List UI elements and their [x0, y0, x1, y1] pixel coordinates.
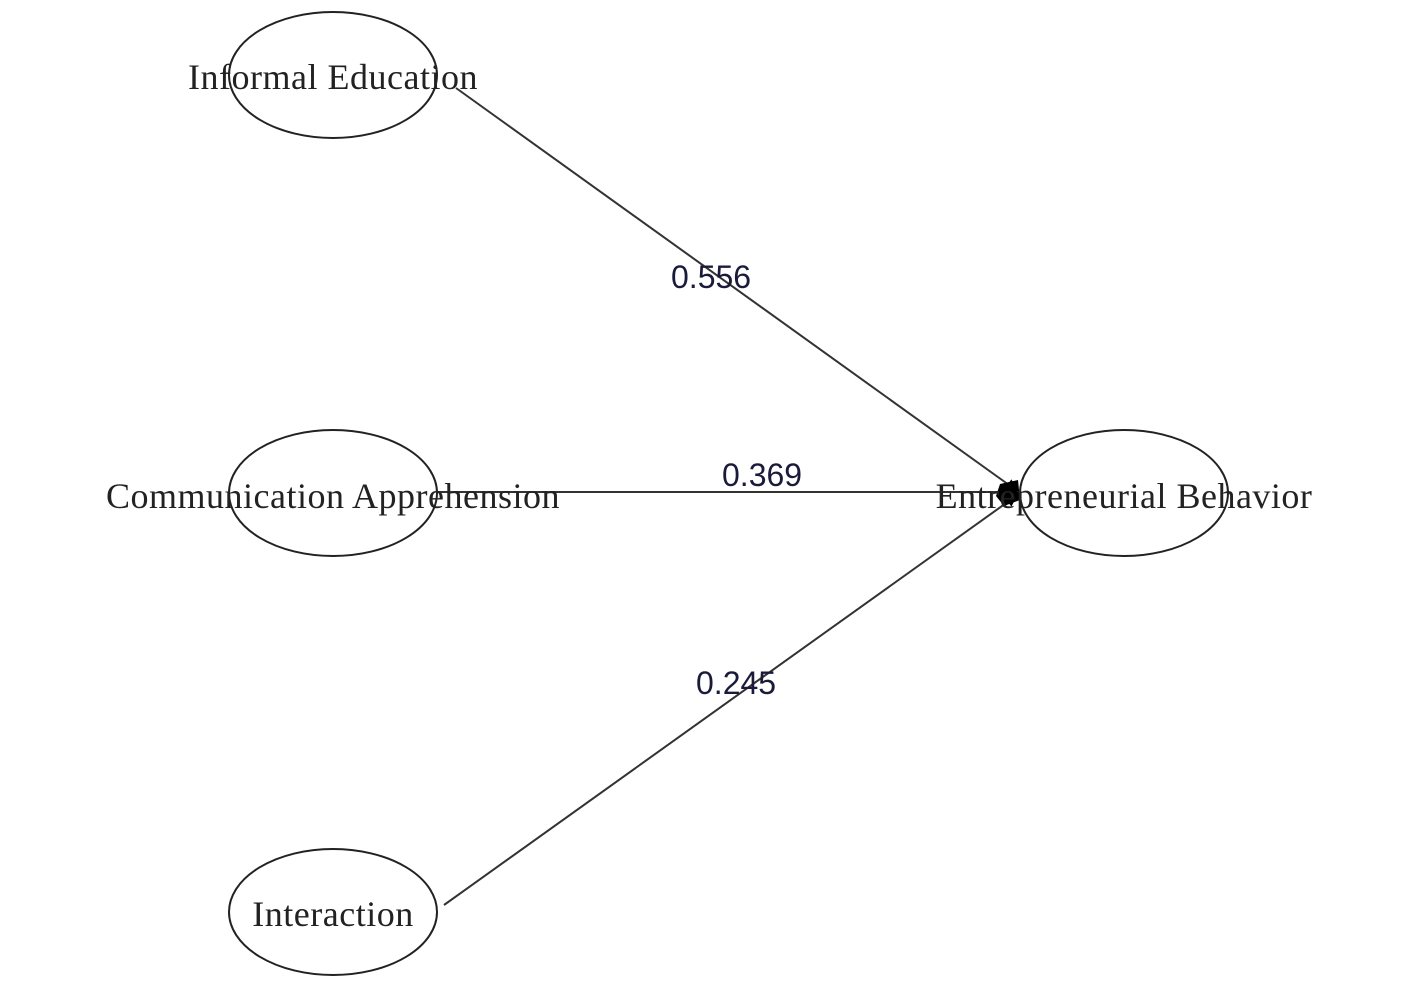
- node-label-entrepreneurial-behavior: Entrepreneurial Behavior: [936, 476, 1313, 516]
- node-informal-education: Informal Education: [188, 11, 478, 139]
- node-interaction: Interaction: [228, 848, 438, 976]
- latent-variable-ellipse: [228, 848, 438, 976]
- node-label-communication-apprehension: Communication Apprehension: [106, 476, 560, 516]
- edge-informal-education-to-entrepreneurial-behavior: [455, 87, 1018, 492]
- edge-interaction-to-entrepreneurial-behavior: [443, 494, 1018, 906]
- arrowhead-cluster-icon: [996, 480, 1020, 506]
- latent-variable-ellipse: [228, 11, 438, 139]
- coefficient-informal-education: 0.556: [671, 259, 751, 295]
- coefficient-communication-apprehension: 0.369: [722, 457, 802, 493]
- edge-labels: 0.556 0.369 0.245: [671, 259, 802, 701]
- latent-variable-ellipse: [228, 429, 438, 557]
- node-label-informal-education: Informal Education: [188, 57, 478, 97]
- node-label-interaction: Interaction: [252, 894, 413, 934]
- node-communication-apprehension: Communication Apprehension: [106, 429, 560, 557]
- latent-variable-ellipse: [1019, 429, 1229, 557]
- node-entrepreneurial-behavior: Entrepreneurial Behavior: [936, 429, 1313, 557]
- edges: [438, 87, 1020, 906]
- coefficient-interaction: 0.245: [696, 665, 776, 701]
